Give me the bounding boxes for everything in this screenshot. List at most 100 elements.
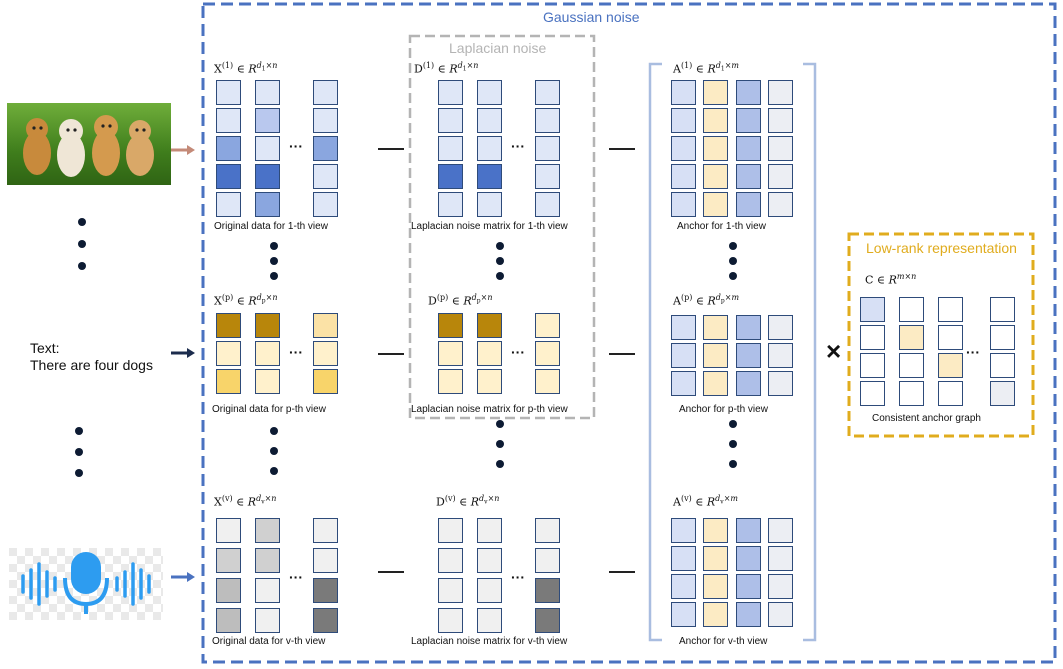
matrix-cell [477,313,502,338]
matrix-cell [703,574,728,599]
matrix-cell [671,80,696,105]
c-label: C ∈ Rm×n [865,272,917,287]
matrix-cell [313,518,338,543]
matrix-cell [535,608,560,633]
matrix-cell [899,325,924,350]
matrix-cell [535,164,560,189]
matrix-cell [255,578,280,603]
matrix-cell [477,369,502,394]
matrix-cell [535,108,560,133]
caption-anchor-row2: Anchor for p-th view [679,404,768,415]
matrix-cell [736,108,761,133]
matrix-cell [671,602,696,627]
matrix-cell [768,343,793,368]
matrix-cell [438,136,463,161]
matrix-cell [768,602,793,627]
matrix-cell [313,548,338,573]
matrix-cell [938,325,963,350]
matrix-cell [990,381,1015,406]
gaussian-noise-title: Gaussian noise [543,9,640,25]
ellipsis-dot [270,257,278,265]
matrix-cell [736,574,761,599]
caption-anchor-row3: Anchor for v-th view [679,636,768,647]
column-ellipsis: ··· [289,344,303,360]
ellipsis-dot [729,460,737,468]
ellipsis-dot [729,242,737,250]
ellipsis-dot [496,257,504,265]
matrix-cell [313,313,338,338]
matrix-cell [477,192,502,217]
column-ellipsis: ··· [511,138,525,154]
matrix-cell [438,518,463,543]
matrix-cell [671,371,696,396]
matrix-cell [736,192,761,217]
matrix-cell [938,353,963,378]
matrix-cell [671,343,696,368]
d-label-row3: D(v) ∈ Rdv×n [436,494,500,509]
low-rank-title: Low-rank representation [866,240,1017,256]
minus-sign [609,571,635,573]
matrix-cell [313,578,338,603]
matrix-cell [313,369,338,394]
matrix-cell [535,313,560,338]
matrix-cell [255,313,280,338]
matrix-cell [216,192,241,217]
matrix-cell [477,608,502,633]
matrix-cell [438,108,463,133]
matrix-cell [438,192,463,217]
matrix-cell [216,608,241,633]
matrix-cell [860,297,885,322]
ellipsis-dot [729,420,737,428]
matrix-cell [477,80,502,105]
matrix-cell [438,369,463,394]
matrix-cell [899,353,924,378]
matrix-cell [535,578,560,603]
matrix-cell [736,546,761,571]
matrix-cell [768,574,793,599]
matrix-cell [703,371,728,396]
matrix-cell [313,80,338,105]
d-label-row2: D(p) ∈ Rdp×n [428,293,493,308]
ellipsis-dot [78,262,86,270]
matrix-cell [438,164,463,189]
matrix-cell [313,608,338,633]
minus-sign [609,148,635,150]
d-label-row1: D(1) ∈ Rd1×n [414,61,479,76]
arrow-audio [171,572,195,582]
matrix-cell [255,136,280,161]
matrix-cell [438,80,463,105]
matrix-cell [990,297,1015,322]
anchor-bracket-right [803,62,817,642]
arrow-text [171,348,195,358]
ellipsis-dot [270,467,278,475]
matrix-cell [736,371,761,396]
matrix-cell [703,343,728,368]
matrix-cell [477,164,502,189]
caption-original-row1: Original data for 1-th view [214,221,328,232]
a-label-row3: A(v) ∈ Rdv×m [673,494,738,509]
dogs-image [7,103,171,185]
low-rank-box [847,232,1035,438]
ellipsis-dot [496,440,504,448]
gaussian-noise-box [201,2,1057,664]
ellipsis-dot [729,272,737,280]
matrix-cell [899,297,924,322]
column-ellipsis: ··· [966,344,980,360]
matrix-cell [671,315,696,340]
caption-laplacian-row3: Laplacian noise matrix for v-th view [411,636,568,647]
matrix-cell [216,578,241,603]
x-label-row1: X(1) ∈ Rd1×n [214,61,278,76]
matrix-cell [438,578,463,603]
matrix-cell [938,297,963,322]
matrix-cell [216,80,241,105]
minus-sign [378,353,404,355]
ellipsis-dot [729,440,737,448]
matrix-cell [216,369,241,394]
matrix-cell [216,548,241,573]
matrix-cell [438,548,463,573]
x-label-row2: X(p) ∈ Rdp×n [214,293,278,308]
matrix-cell [535,192,560,217]
matrix-cell [477,578,502,603]
caption-anchor-row1: Anchor for 1-th view [677,221,766,232]
